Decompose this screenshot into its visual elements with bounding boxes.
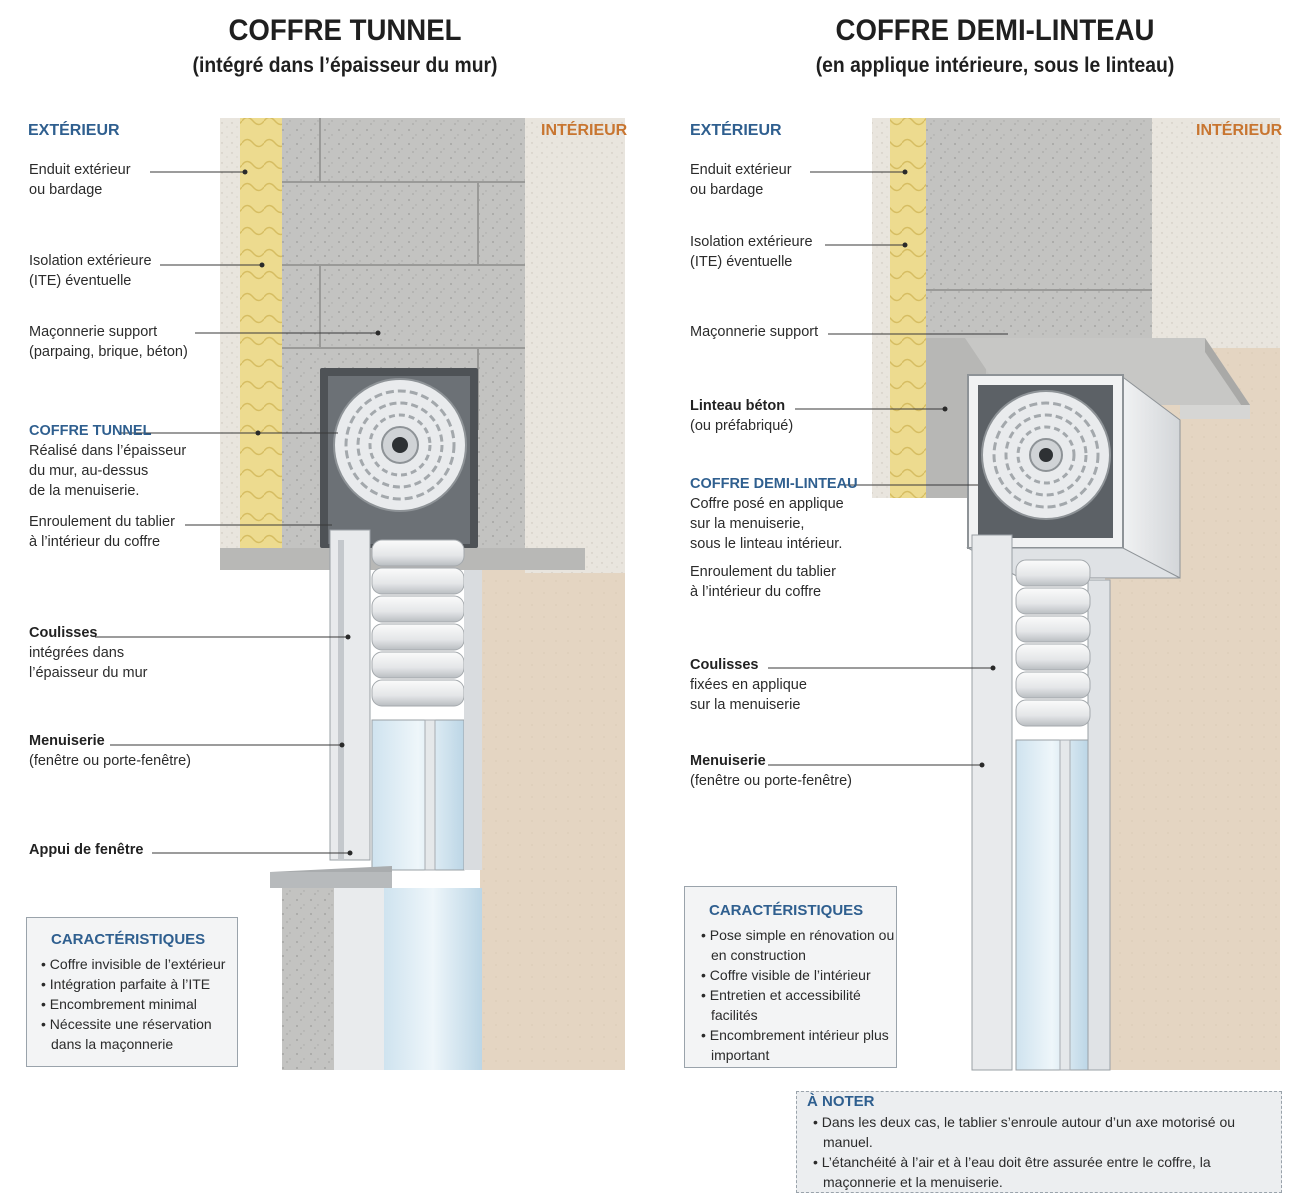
right-label-linteau: Linteau béton (ou préfabriqué): [690, 398, 794, 434]
list-item: Dans les deux cas, le tablier s’enroule …: [811, 1112, 1271, 1152]
list-item: Coffre visible de l’intérieur: [699, 965, 896, 985]
right-interior-tag: INTÉRIEUR: [1196, 122, 1283, 139]
right-title-sub: (en applique intérieure, sous le linteau…: [815, 54, 1175, 77]
list-item: Intégration parfaite à l’ITE: [39, 974, 237, 994]
right-label-coffre: COFFRE DEMI-LINTEAU Coffre posé en appli…: [690, 476, 858, 552]
shutter-slats: [371, 539, 465, 707]
list-item: Encombrement minimal: [39, 994, 237, 1014]
list-item: Nécessite une réservation dans la maçonn…: [39, 1014, 237, 1054]
left-interior-tag: INTÉRIEUR: [541, 122, 628, 139]
right-label-menuiserie: Menuiserie (fenêtre ou porte-fenêtre): [690, 753, 853, 789]
list-item: Entretien et accessibilité facilités: [699, 985, 896, 1025]
shutter-roll: [333, 378, 467, 512]
list-item: Encombrement intérieur plus important: [699, 1025, 896, 1065]
list-item: Pose simple en rénovation ou en construc…: [699, 925, 896, 965]
shutter-roll: [981, 390, 1111, 520]
left-label-enduit: Enduit extérieur ou bardage: [29, 162, 131, 198]
right-label-isolation: Isolation extérieure (ITE) éventuelle: [690, 234, 813, 270]
left-title: COFFRE TUNNEL (intégré dans l’épaisseur …: [110, 14, 580, 78]
left-features-box: CARACTÉRISTIQUES Coffre invisible de l’e…: [26, 917, 238, 1067]
note-list: Dans les deux cas, le tablier s’enroule …: [811, 1112, 1271, 1192]
left-label-maconnerie: Maçonnerie support (parpaing, brique, bé…: [29, 324, 188, 360]
left-title-main: COFFRE TUNNEL: [228, 14, 462, 47]
right-features-list: Pose simple en rénovation ou en construc…: [699, 925, 896, 1065]
left-label-isolation: Isolation extérieure (ITE) éventuelle: [29, 253, 152, 289]
left-label-menuiserie: Menuiserie (fenêtre ou porte-fenêtre): [29, 733, 192, 769]
left-title-sub: (intégré dans l’épaisseur du mur): [192, 54, 498, 77]
note-box: À NOTER Dans les deux cas, le tablier s’…: [796, 1091, 1282, 1193]
left-diagram: [220, 118, 625, 1070]
shutter-slats: [1015, 559, 1091, 727]
left-label-coulisses: Coulisses intégrées dans l’épaisseur du …: [29, 625, 148, 681]
right-features-box: CARACTÉRISTIQUES Pose simple en rénovati…: [684, 886, 897, 1068]
note-title: À NOTER: [807, 1093, 875, 1110]
right-title: COFFRE DEMI-LINTEAU (en applique intérie…: [770, 14, 1220, 78]
insulation-layer: [240, 118, 282, 550]
list-item: Coffre invisible de l’extérieur: [39, 954, 237, 974]
right-title-main: COFFRE DEMI-LINTEAU: [835, 14, 1155, 47]
right-diagram: [872, 118, 1280, 1071]
leader-lines: [95, 171, 1008, 854]
right-label-enroulement: Enroulement du tablier à l’intérieur du …: [690, 564, 836, 600]
leader-dots: [242, 169, 996, 856]
left-label-coffre: COFFRE TUNNEL Réalisé dans l’épaisseur d…: [29, 423, 187, 499]
left-features-title: CARACTÉRISTIQUES: [51, 931, 206, 948]
right-exterior-tag: EXTÉRIEUR: [690, 122, 782, 139]
left-label-appui: Appui de fenêtre: [29, 842, 144, 858]
left-label-enroulement: Enroulement du tablier à l’intérieur du …: [29, 514, 175, 550]
insulation-layer: [890, 118, 926, 498]
left-features-list: Coffre invisible de l’extérieur Intégrat…: [39, 954, 237, 1054]
right-features-title: CARACTÉRISTIQUES: [709, 902, 864, 919]
window-glass: [1015, 739, 1089, 1071]
window-glass: [371, 719, 465, 871]
left-exterior-tag: EXTÉRIEUR: [28, 122, 120, 139]
list-item: L’étanchéité à l’air et à l’eau doit êtr…: [811, 1152, 1271, 1192]
right-label-coulisses: Coulisses fixées en applique sur la menu…: [690, 657, 807, 713]
right-label-maconnerie: Maçonnerie support: [690, 324, 819, 340]
right-label-enduit: Enduit extérieur ou bardage: [690, 162, 792, 198]
